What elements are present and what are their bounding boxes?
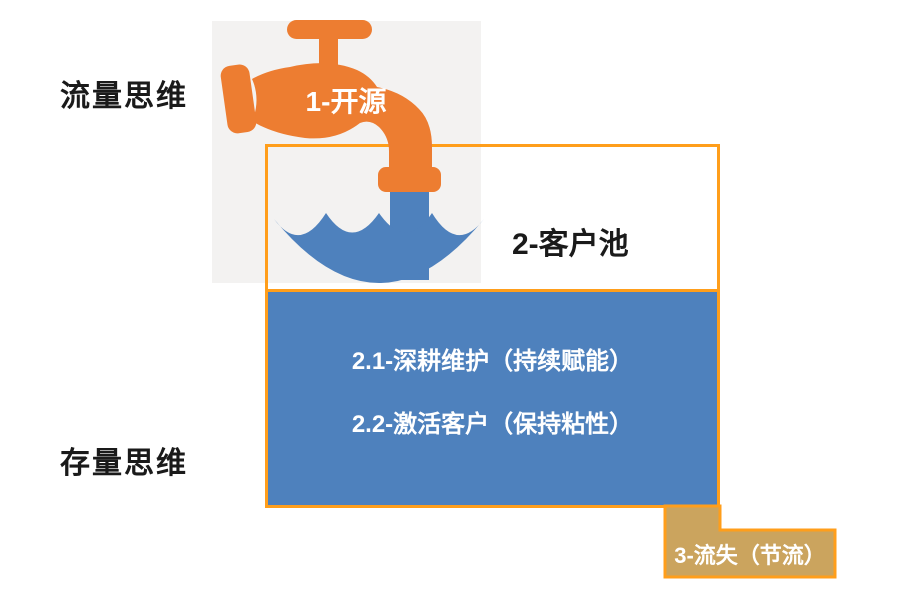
retention-line-1: 2.1-深耕维护（持续赋能） [351,348,634,375]
retention-line-2: 2.2-激活客户（保持粘性） [351,411,634,438]
churn-label: 3-流失（节流） [674,542,826,568]
customer-pool-label: 2-客户池 [512,228,629,261]
inflow-label: 1-开源 [305,86,387,117]
stock-thinking-label: 存量思维 [60,447,188,480]
customer-pool-box [265,144,720,292]
retention-box: 2.1-深耕维护（持续赋能） 2.2-激活客户（保持粘性） [265,289,720,508]
traffic-thinking-label: 流量思维 [60,80,188,113]
